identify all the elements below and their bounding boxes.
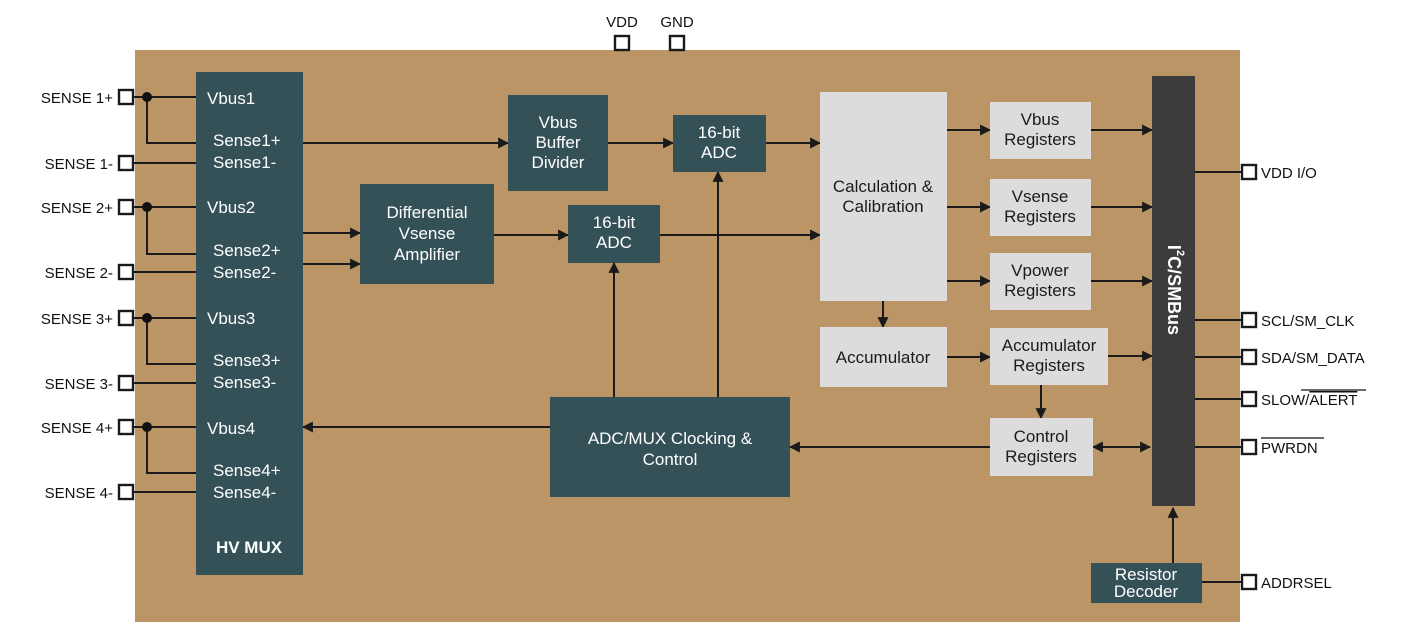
svg-text:Accumulator: Accumulator bbox=[836, 348, 931, 367]
svg-text:Sense3+: Sense3+ bbox=[213, 351, 281, 370]
vbus-buffer-divider-block: Vbus Buffer Divider bbox=[508, 95, 608, 191]
pin-scl: SCL/SM_CLK bbox=[1261, 313, 1354, 330]
pin-sense2-minus: SENSE 2- bbox=[45, 265, 113, 282]
svg-text:Sense4-: Sense4- bbox=[213, 483, 276, 502]
svg-text:Amplifier: Amplifier bbox=[394, 245, 460, 264]
resistor-decoder-block: Resistor Decoder bbox=[1091, 563, 1202, 603]
svg-text:ADC: ADC bbox=[701, 143, 737, 162]
top-pins: VDD GND bbox=[606, 14, 694, 52]
pin-sense3-plus: SENSE 3+ bbox=[41, 311, 113, 328]
pin-vdd: VDD bbox=[606, 14, 638, 31]
hv-mux-block: Vbus1 Sense1+ Sense1- Vbus2 Sense2+ Sens… bbox=[196, 72, 303, 575]
svg-text:ADC: ADC bbox=[596, 233, 632, 252]
svg-text:Control: Control bbox=[1014, 427, 1069, 446]
junction-dots bbox=[142, 92, 152, 432]
svg-text:Calibration: Calibration bbox=[842, 197, 923, 216]
right-pins: VDD I/O SCL/SM_CLK SDA/SM_DATA SLOW/ALER… bbox=[1240, 163, 1366, 592]
svg-text:Vbus: Vbus bbox=[1021, 110, 1060, 129]
svg-text:Registers: Registers bbox=[1005, 447, 1077, 466]
svg-text:Sense3-: Sense3- bbox=[213, 373, 276, 392]
vsense-registers-block: Vsense Registers bbox=[990, 179, 1091, 236]
svg-text:Vpower: Vpower bbox=[1011, 261, 1069, 280]
accumulator-block: Accumulator bbox=[820, 327, 947, 387]
left-pins: SENSE 1+ SENSE 1- SENSE 2+ SENSE 2- SENS… bbox=[41, 88, 135, 502]
i2c-smbus-block: I2C/SMBus bbox=[1152, 76, 1195, 506]
pin-sense1-plus: SENSE 1+ bbox=[41, 90, 113, 107]
accumulator-registers-block: Accumulator Registers bbox=[990, 328, 1108, 385]
pin-vdd-io: VDD I/O bbox=[1261, 165, 1317, 182]
svg-text:Resistor: Resistor bbox=[1115, 565, 1178, 584]
pin-slow-alert: SLOW/ALERT bbox=[1261, 392, 1357, 409]
svg-text:16-bit: 16-bit bbox=[593, 213, 636, 232]
adc-top-block: 16-bit ADC bbox=[673, 115, 766, 172]
svg-text:16-bit: 16-bit bbox=[698, 123, 741, 142]
svg-text:Vbus1: Vbus1 bbox=[207, 89, 255, 108]
pin-sense2-plus: SENSE 2+ bbox=[41, 200, 113, 217]
pin-sense4-minus: SENSE 4- bbox=[45, 485, 113, 502]
svg-text:Divider: Divider bbox=[532, 153, 585, 172]
svg-text:Registers: Registers bbox=[1004, 130, 1076, 149]
svg-text:Registers: Registers bbox=[1013, 356, 1085, 375]
pin-sense3-minus: SENSE 3- bbox=[45, 376, 113, 393]
svg-text:Sense2+: Sense2+ bbox=[213, 241, 281, 260]
svg-text:Sense2-: Sense2- bbox=[213, 263, 276, 282]
svg-text:Vsense: Vsense bbox=[399, 224, 456, 243]
svg-text:Control: Control bbox=[643, 450, 698, 469]
differential-amplifier-block: Differential Vsense Amplifier bbox=[360, 184, 494, 284]
svg-text:Vsense: Vsense bbox=[1012, 187, 1069, 206]
pin-sense1-minus: SENSE 1- bbox=[45, 156, 113, 173]
svg-text:Sense4+: Sense4+ bbox=[213, 461, 281, 480]
hv-mux-title: HV MUX bbox=[216, 538, 283, 557]
adc-mux-clocking-control-block: ADC/MUX Clocking & Control bbox=[550, 397, 790, 497]
control-registers-block: Control Registers bbox=[990, 418, 1093, 476]
svg-text:Accumulator: Accumulator bbox=[1002, 336, 1097, 355]
svg-text:Differential: Differential bbox=[387, 203, 468, 222]
adc-bottom-block: 16-bit ADC bbox=[568, 205, 660, 263]
svg-text:Vbus2: Vbus2 bbox=[207, 198, 255, 217]
i2c-smbus-label: I2C/SMBus bbox=[1164, 245, 1186, 335]
svg-text:ADC/MUX Clocking &: ADC/MUX Clocking & bbox=[588, 429, 753, 448]
pin-pwrdn: PWRDN bbox=[1261, 440, 1318, 457]
svg-text:Vbus3: Vbus3 bbox=[207, 309, 255, 328]
calculation-calibration-block: Calculation & Calibration bbox=[820, 92, 947, 301]
svg-text:Registers: Registers bbox=[1004, 207, 1076, 226]
svg-text:Sense1+: Sense1+ bbox=[213, 131, 281, 150]
pin-sda: SDA/SM_DATA bbox=[1261, 350, 1365, 367]
svg-text:Sense1-: Sense1- bbox=[213, 153, 276, 172]
pin-gnd: GND bbox=[660, 14, 694, 31]
svg-text:Registers: Registers bbox=[1004, 281, 1076, 300]
vpower-registers-block: Vpower Registers bbox=[990, 253, 1091, 310]
pin-sense4-plus: SENSE 4+ bbox=[41, 420, 113, 437]
vbus-registers-block: Vbus Registers bbox=[990, 102, 1091, 159]
svg-text:Vbus4: Vbus4 bbox=[207, 419, 255, 438]
svg-text:Buffer: Buffer bbox=[535, 133, 580, 152]
svg-text:Vbus: Vbus bbox=[539, 113, 578, 132]
svg-text:Calculation &: Calculation & bbox=[833, 177, 934, 196]
pin-addrsel: ADDRSEL bbox=[1261, 575, 1332, 592]
svg-text:Decoder: Decoder bbox=[1114, 582, 1179, 601]
